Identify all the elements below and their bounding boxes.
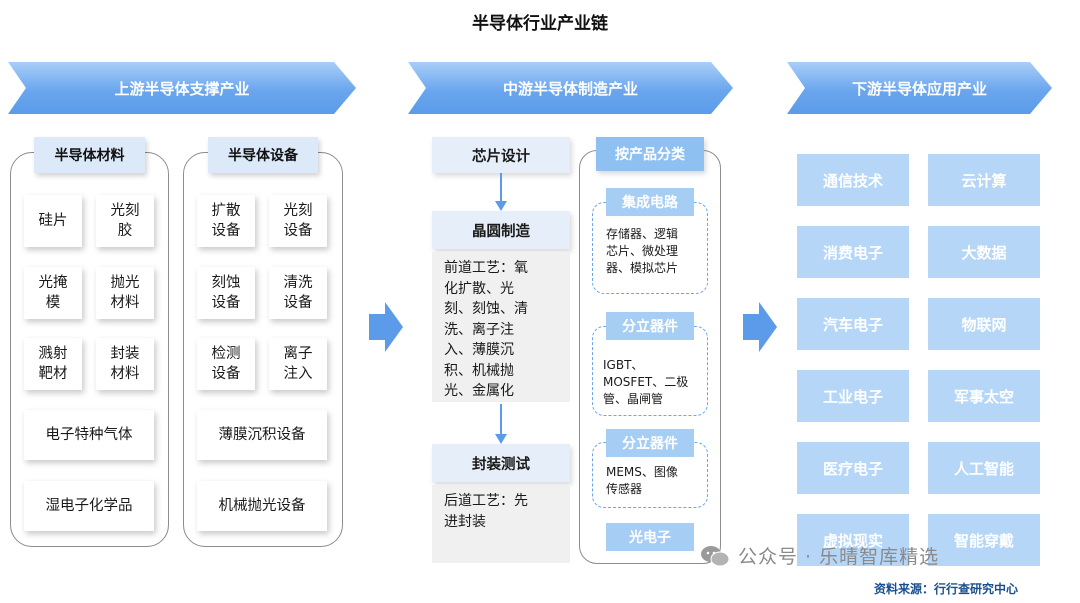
application-tile: 工业电子 [797, 370, 909, 422]
equipment-card: 离子注入 [269, 338, 327, 390]
equipment-card: 机械抛光设备 [197, 481, 327, 531]
equipment-card: 扩散设备 [197, 195, 255, 247]
banner-downstream: 下游半导体应用产业 [787, 62, 1052, 114]
banner-midstream: 中游半导体制造产业 [408, 62, 733, 114]
process-wafer-fab-label: 晶圆制造 [472, 223, 530, 240]
equipment-header-label: 半导体设备 [228, 148, 298, 164]
application-tile: 消费电子 [797, 226, 909, 278]
material-card: 光刻胶 [96, 195, 154, 247]
wafer-fab-description: 前道工艺：氧化扩散、光刻、刻蚀、清洗、离子注入、薄膜沉积、机械抛光、金属化 [432, 252, 570, 402]
banner-midstream-label: 中游半导体制造产业 [502, 79, 638, 98]
materials-header: 半导体材料 [34, 137, 145, 173]
application-tile: 物联网 [928, 298, 1040, 350]
material-card: 封装材料 [96, 338, 154, 390]
equipment-header: 半导体设备 [208, 137, 318, 173]
material-card: 电子特种气体 [24, 410, 154, 460]
category-sensor: 分立器件 [606, 429, 694, 457]
flow-arrow-icon [743, 302, 777, 352]
equipment-card: 光刻设备 [269, 195, 327, 247]
chart-title: 半导体行业产业链 [472, 14, 608, 34]
watermark: 公众号 · 乐晴智库精选 [700, 542, 939, 569]
equipment-card: 薄膜沉积设备 [197, 410, 327, 460]
wechat-icon [701, 545, 730, 566]
equipment-card: 检测设备 [197, 338, 255, 390]
banner-upstream-label: 上游半导体支撑产业 [114, 79, 250, 98]
products-header: 按产品分类 [596, 137, 704, 171]
application-tile: 智能穿戴 [928, 514, 1040, 566]
application-tile: 军事太空 [928, 370, 1040, 422]
products-header-label: 按产品分类 [615, 147, 685, 163]
category-ic-label: 集成电路 [622, 195, 678, 211]
equipment-card: 刻蚀设备 [197, 267, 255, 319]
material-card: 湿电子化学品 [24, 481, 154, 531]
flow-arrow-icon [369, 302, 403, 352]
application-tile: 医疗电子 [797, 442, 909, 494]
category-ic: 集成电路 [606, 188, 694, 216]
category-optoelectronics: 光电子 [606, 523, 694, 551]
equipment-card: 清洗设备 [269, 267, 327, 319]
category-discrete-label: 分立器件 [622, 319, 678, 335]
material-card: 光掩模 [24, 267, 82, 319]
packaging-test-description: 后道工艺：先进封装 [432, 485, 570, 563]
process-packaging-test: 封装测试 [432, 444, 570, 482]
material-card: 溅射靶材 [24, 338, 82, 390]
arrow-down-icon [495, 173, 507, 211]
category-sensor-desc: MEMS、图像传感器 [606, 465, 678, 496]
category-discrete-desc: IGBT、MOSFET、二极管、晶闸管 [603, 358, 689, 406]
source-note: 资料来源：行行查研究中心 [874, 582, 1019, 596]
application-tile: 大数据 [928, 226, 1040, 278]
application-tile: 汽车电子 [797, 298, 909, 350]
category-optoelectronics-label: 光电子 [629, 530, 671, 546]
watermark-text: 公众号 · 乐晴智库精选 [738, 546, 940, 568]
category-sensor-label: 分立器件 [622, 436, 678, 452]
group-products [579, 150, 721, 564]
process-chip-design-label: 芯片设计 [472, 148, 530, 165]
category-ic-desc: 存储器、逻辑芯片、微处理器、模拟芯片 [606, 227, 679, 275]
wafer-fab-description-text: 前道工艺：氧化扩散、光刻、刻蚀、清洗、离子注入、薄膜沉积、机械抛光、金属化 [444, 260, 528, 399]
banner-upstream: 上游半导体支撑产业 [8, 62, 356, 114]
application-tile: 通信技术 [797, 154, 909, 206]
category-discrete: 分立器件 [606, 312, 694, 340]
process-wafer-fab: 晶圆制造 [432, 211, 570, 249]
banner-downstream-label: 下游半导体应用产业 [851, 79, 987, 98]
application-tile: 云计算 [928, 154, 1040, 206]
process-packaging-test-label: 封装测试 [472, 456, 530, 473]
application-tile: 虚拟现实 [797, 514, 909, 566]
materials-header-label: 半导体材料 [54, 148, 125, 164]
process-chip-design: 芯片设计 [432, 137, 570, 173]
application-tile: 人工智能 [928, 442, 1040, 494]
packaging-test-description-text: 后道工艺：先进封装 [444, 493, 528, 530]
material-card: 抛光材料 [96, 267, 154, 319]
material-card: 硅片 [24, 195, 82, 247]
arrow-down-icon [495, 404, 507, 444]
